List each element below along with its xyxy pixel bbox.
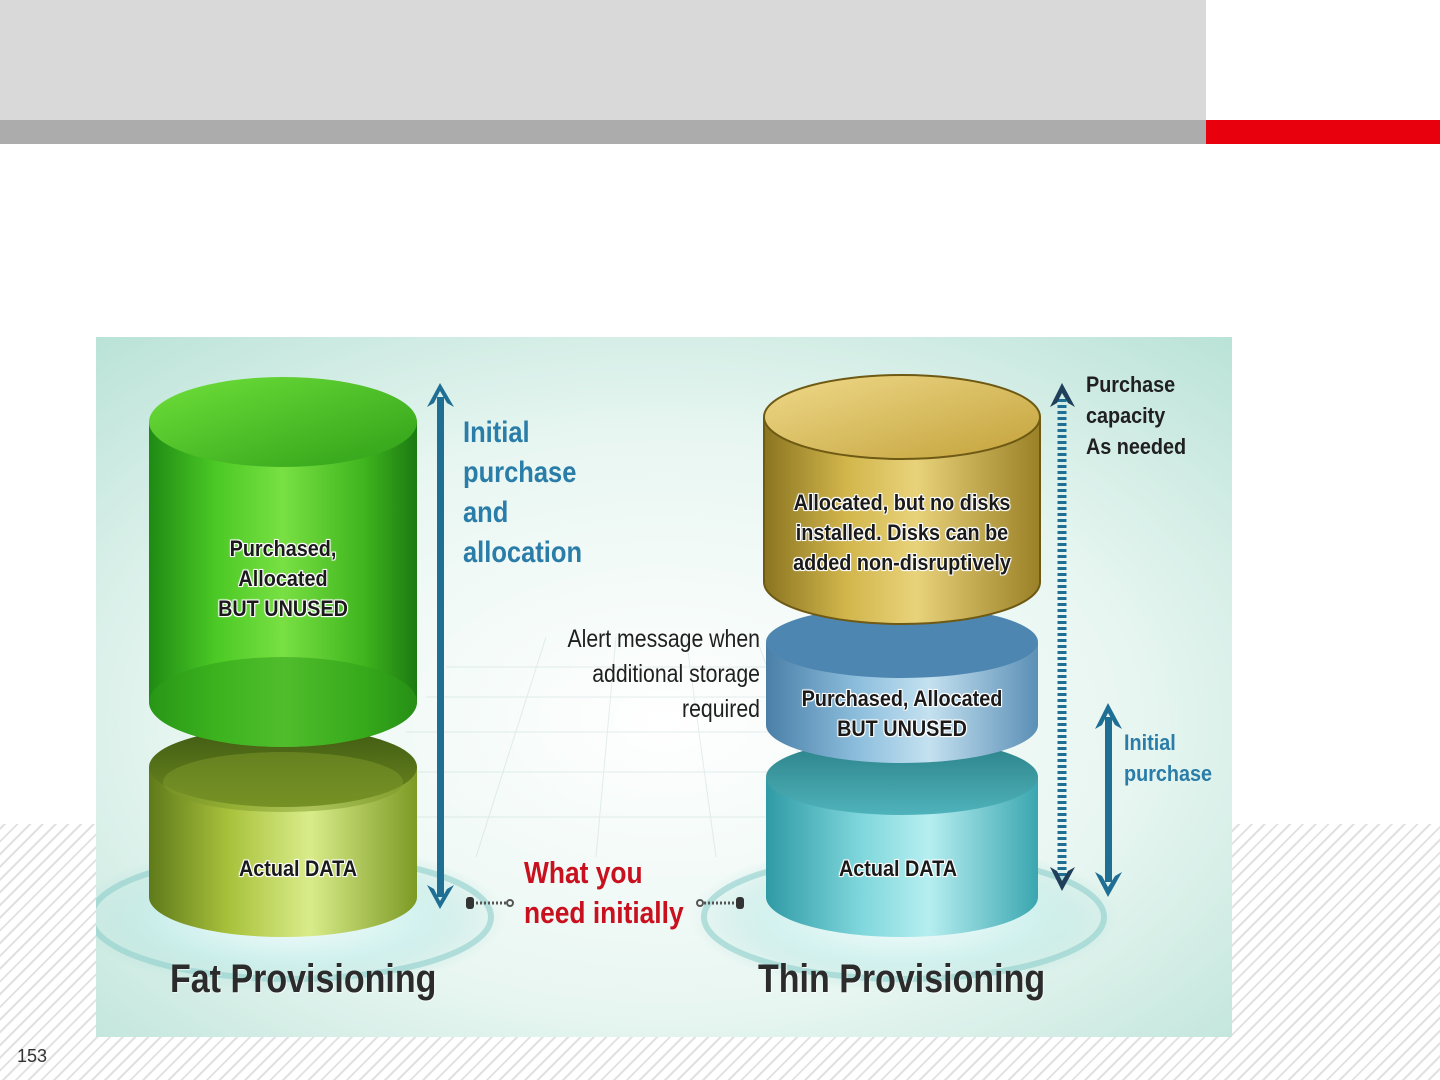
fat-arrow-note: Initial purchase and allocation [463, 416, 583, 569]
fat-data-cylinder [149, 727, 417, 937]
fat-unused-label: Purchased, Allocated BUT UNUSED [218, 536, 348, 621]
thin-allocated-cylinder [763, 374, 1041, 625]
page-number: 153 [17, 1046, 48, 1066]
header-bar [0, 120, 1206, 144]
thin-initial-arrow [1095, 703, 1122, 897]
initial-purchase-note: Initial purchase [1124, 730, 1213, 786]
provisioning-diagram: Purchased, Allocated BUT UNUSED Actual D… [96, 337, 1232, 1037]
need-initially-note: What you need initially [524, 855, 684, 930]
fat-unused-cylinder [149, 377, 417, 747]
diagram-graphics [96, 337, 1232, 1037]
thin-data-label: Actual DATA [838, 856, 958, 881]
thin-allocated-label: Allocated, but no disks installed. Disks… [793, 490, 1011, 575]
thin-data-cylinder [766, 739, 1038, 937]
fat-data-label: Actual DATA [238, 856, 358, 881]
alert-note: Alert message when additional storage re… [567, 625, 760, 723]
fat-double-arrow [427, 383, 454, 909]
left-connector-icon [466, 897, 514, 909]
right-connector-icon [696, 897, 744, 909]
thin-capacity-arrow [1050, 383, 1075, 891]
thin-unused-label: Purchased, Allocated BUT UNUSED [801, 686, 1003, 741]
header-accent-bar [1206, 120, 1440, 144]
thin-title: Thin Provisioning [758, 957, 1046, 1001]
header-band [0, 0, 1206, 120]
purchase-capacity-note: Purchase capacity As needed [1086, 372, 1187, 459]
thin-unused-cylinder [766, 606, 1038, 763]
fat-title: Fat Provisioning [170, 957, 437, 1001]
header-corner [1206, 0, 1440, 120]
